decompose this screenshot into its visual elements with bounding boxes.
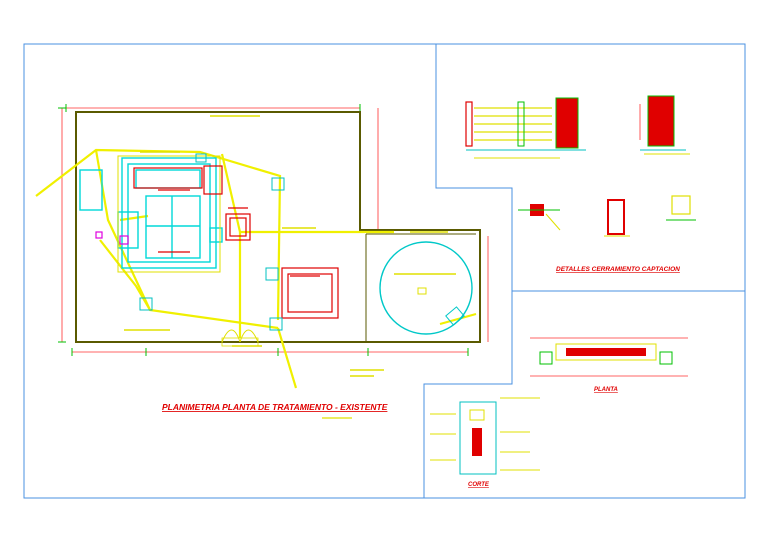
site-boundary: [75, 111, 481, 343]
magenta-units: [95, 231, 129, 245]
annotation-labels: [158, 189, 320, 277]
fence-details: DETALLES CERRAMIENTO CAPTACION: [465, 95, 696, 273]
red-tanks: [133, 165, 339, 319]
reservoir-inlet: [445, 306, 465, 326]
annotation-notes: [124, 115, 456, 377]
site-gate: [221, 329, 259, 343]
planta-label: PLANTA: [594, 387, 618, 393]
main-title: PLANIMETRIA PLANTA DE TRATAMIENTO - EXIS…: [162, 402, 388, 412]
fence-post-details: [518, 195, 696, 237]
sheet-frame: [23, 43, 746, 499]
planta-detail: PLANTA: [530, 337, 688, 393]
corte-detail: CORTE: [430, 397, 540, 488]
fence-elevation-1: [465, 97, 586, 159]
circular-reservoir: [379, 241, 473, 335]
dimension-lines: [61, 107, 489, 353]
corte-label: CORTE: [468, 482, 490, 488]
detail-title: DETALLES CERRAMIENTO CAPTACION: [556, 266, 680, 273]
fence-elevation-2: [639, 95, 690, 155]
dimension-ticks: [58, 104, 469, 356]
manholes: [139, 153, 285, 331]
site-plan: PLANIMETRIA PLANTA DE TRATAMIENTO - EXIS…: [35, 104, 489, 419]
tank-walls: [117, 155, 221, 273]
treatment-units: [79, 157, 223, 269]
